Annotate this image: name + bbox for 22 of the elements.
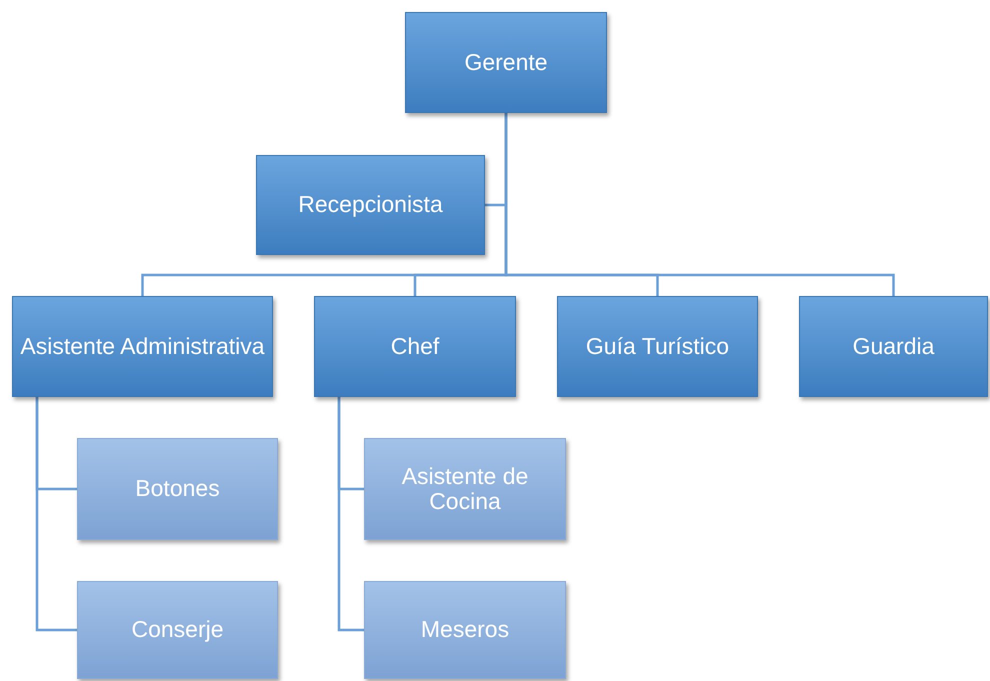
role-label: Asistente de Cocina	[400, 464, 530, 514]
role-label: Guía Turístico	[584, 334, 730, 360]
org-box	[364, 581, 566, 679]
connector-line	[338, 397, 364, 632]
org-box	[77, 581, 278, 679]
org-box	[799, 296, 988, 397]
role-label: Conserje	[130, 617, 225, 643]
org-box	[314, 296, 516, 397]
org-box	[256, 155, 485, 255]
role-label: Gerente	[463, 50, 549, 76]
role-label: Guardia	[852, 334, 936, 360]
role-label: Botones	[134, 476, 221, 502]
role-label: Recepcionista	[297, 192, 444, 218]
org-box	[364, 438, 566, 540]
role-label: Chef	[390, 334, 440, 360]
connector-line	[36, 397, 77, 632]
org-box	[557, 296, 758, 397]
role-label: Asistente Administrativa	[19, 334, 266, 360]
org-box	[405, 12, 607, 113]
role-label: Meseros	[420, 617, 510, 643]
org-box	[77, 438, 278, 540]
org-box	[12, 296, 273, 397]
